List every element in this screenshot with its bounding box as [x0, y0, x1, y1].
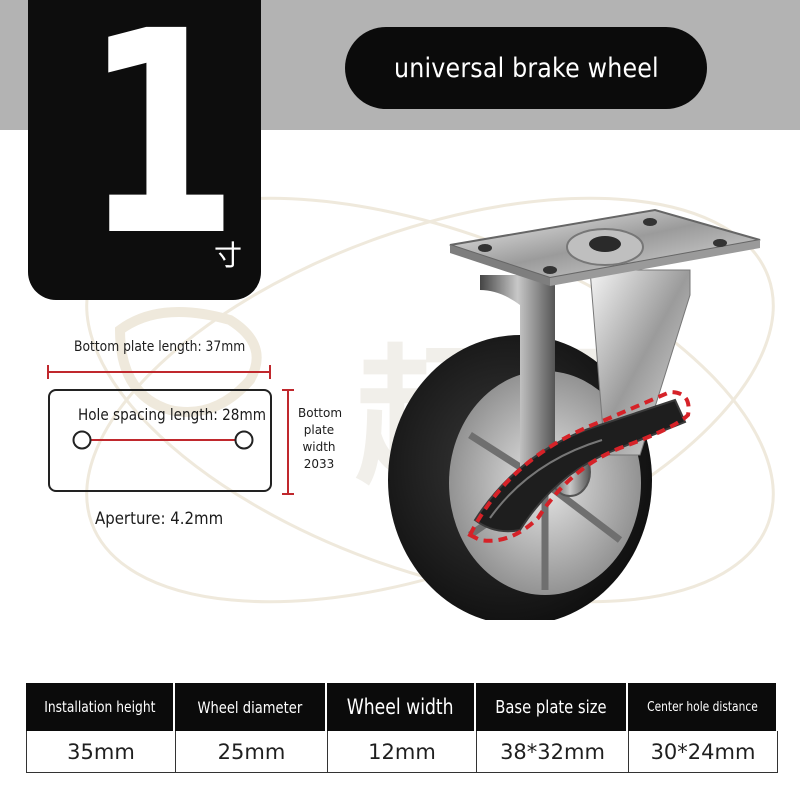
spec-header-wheel-width: Wheel width [327, 683, 476, 731]
spec-header-center-hole-distance: Center hole distance [628, 683, 778, 731]
bottom-plate-length-arrow [47, 365, 271, 379]
mounting-holes [72, 430, 254, 450]
spec-value-wheel-diameter: 25mm [175, 731, 327, 773]
spec-value-base-plate-size: 38*32mm [476, 731, 628, 773]
spec-header-wheel-diameter: Wheel diameter [175, 683, 327, 731]
size-number: 1 [83, 0, 239, 298]
spec-value-wheel-width: 12mm [327, 731, 476, 773]
brake-highlight [467, 389, 691, 543]
aperture-label: Aperture: 4.2mm [95, 509, 224, 529]
page-title: universal brake wheel [393, 52, 659, 84]
title-pill: universal brake wheel [345, 27, 707, 109]
mounting-hole-right [234, 430, 254, 450]
spec-value-center-hole-distance: 30*24mm [628, 731, 778, 773]
bottom-plate-outline [48, 389, 272, 492]
caster-wheel-image [388, 208, 761, 620]
size-badge: 1 寸 [28, 0, 261, 300]
mounting-hole-left [72, 430, 92, 450]
spec-value-installation-height: 35mm [26, 731, 175, 773]
spec-table: Installation height Wheel diameter Wheel… [26, 683, 778, 773]
size-unit: 寸 [214, 239, 243, 272]
plate-width-arrow [282, 389, 294, 495]
bottom-plate-length-label: Bottom plate length: 37mm [74, 339, 246, 355]
hole-spacing-length-label: Hole spacing length: 28mm [78, 405, 266, 424]
bottom-plate-width-label: Bottom plate width 2033 [298, 406, 343, 471]
spec-header-installation-height: Installation height [26, 683, 175, 731]
spec-header-base-plate-size: Base plate size [476, 683, 628, 731]
fork-left-leg [480, 275, 555, 505]
